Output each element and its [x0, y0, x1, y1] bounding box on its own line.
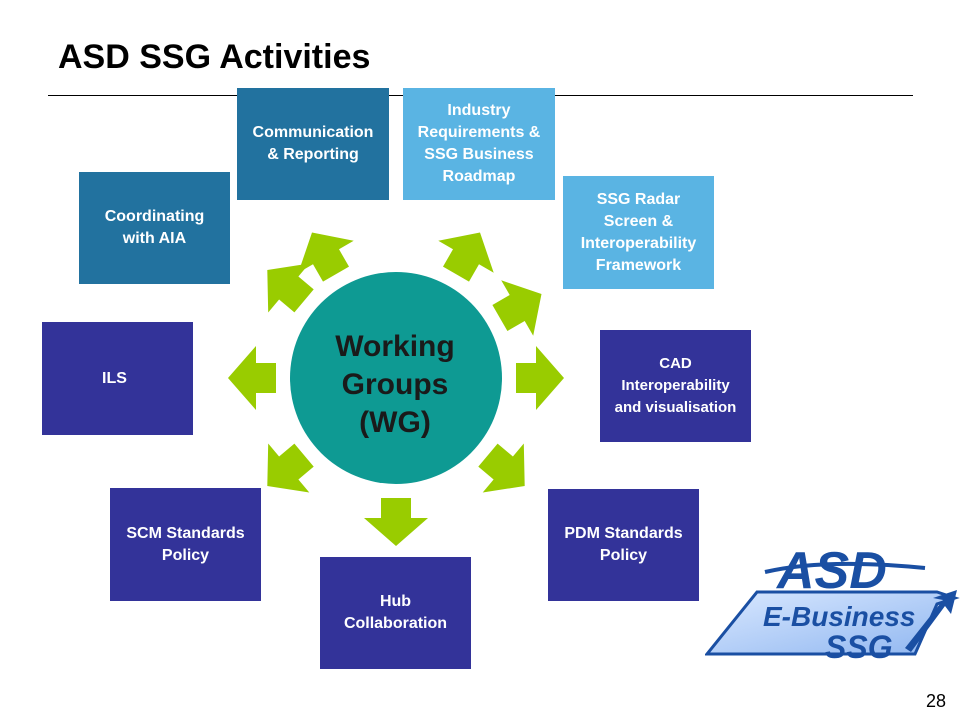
activity-box-ils: ILS: [42, 322, 193, 435]
arrow-to-communication: [298, 232, 354, 282]
arrow-to-cad: [516, 346, 564, 410]
logo-parallelogram: [705, 590, 960, 656]
arrow-to-industry: [438, 232, 494, 282]
activity-box-ssg-radar-screen: SSG Radar Screen & Interoperability Fram…: [563, 176, 714, 289]
arrows-group: [228, 232, 564, 546]
logo-swoosh: [764, 561, 926, 574]
arrow-to-hub: [364, 498, 428, 546]
logo-ebusiness-text: E-Business: [763, 601, 916, 632]
activity-box-cad-interoperability: CAD Interoperability and visualisation: [600, 330, 751, 442]
logo-arrow: [905, 590, 957, 652]
arrow-to-coordinating: [267, 263, 314, 313]
arrow-to-pdm: [478, 443, 525, 493]
arrow-to-radar: [492, 280, 542, 336]
logo-asd-text: ASD: [775, 542, 887, 600]
arrow-to-ils: [228, 346, 276, 410]
slide-title: ASD SSG Activities: [58, 38, 371, 76]
logo-ssg-text: SSG: [825, 629, 893, 665]
center-label: Working Groups (WG): [335, 330, 455, 439]
activity-box-pdm-standards: PDM Standards Policy: [548, 489, 699, 601]
arrow-to-scm: [267, 443, 314, 493]
activity-box-scm-standards: SCM Standards Policy: [110, 488, 261, 601]
activity-box-coordinating-aia: Coordinating with AIA: [79, 172, 230, 284]
activity-box-hub-collaboration: Hub Collaboration: [320, 557, 471, 669]
activity-box-communication-reporting: Communication & Reporting: [237, 88, 389, 200]
page-number: 28: [925, 691, 946, 711]
activity-box-industry-requirements: Industry Requirements & SSG Business Roa…: [403, 88, 555, 200]
center-circle: [290, 272, 502, 484]
asd-ebusiness-ssg-logo: ASD E-Business SSG: [705, 542, 960, 665]
